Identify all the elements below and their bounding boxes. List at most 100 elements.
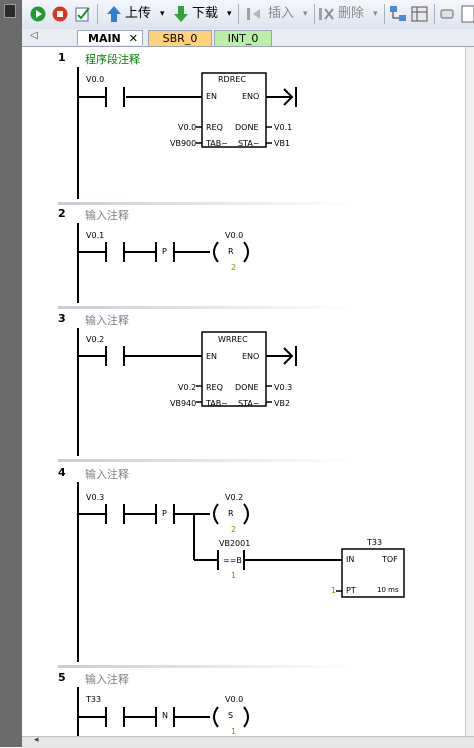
contact-address[interactable]: V0.1 [86,231,105,240]
coil-count[interactable]: 1 [231,727,237,736]
coil-operation: R [228,509,234,518]
pin-done: DONE [235,383,259,392]
coil-address[interactable]: V0.0 [225,231,244,240]
coil-count[interactable]: 2 [231,525,237,534]
upload-button[interactable]: 上传 [125,6,152,21]
insert-button[interactable]: 插入 [268,6,295,21]
timer-base: 10 ms [377,586,399,594]
req-address[interactable]: V0.0 [178,123,197,132]
edge-detector-p: P [162,247,167,256]
timer-pt-value[interactable]: 1 [331,586,337,595]
tab-main-label: MAIN [88,32,121,45]
box-title: WRREC [218,335,248,344]
network-comment[interactable]: 输入注释 [85,314,129,327]
sta-address[interactable]: VB2 [274,399,291,408]
tab-main[interactable]: MAIN ✕ [77,30,143,45]
page-icon[interactable] [460,5,474,23]
delete-button[interactable]: 删除 [338,6,365,21]
done-address[interactable]: V0.3 [274,383,293,392]
done-address[interactable]: V0.1 [274,123,293,132]
edge-detector-n: N [162,711,168,720]
insert-icon [247,8,260,20]
coil-operation: S [228,711,234,720]
tab-sbr-0[interactable]: SBR_0 [148,30,212,46]
tab-int-0[interactable]: INT_0 [214,30,272,46]
pin-en: EN [206,352,218,361]
editor-tab-strip: ◁ MAIN ✕ SBR_0 INT_0 [22,29,474,47]
timer-pin-in: IN [346,555,355,564]
network-3-rungs [78,331,297,407]
compare-operator: ==B [223,556,242,565]
network-view-icon[interactable] [389,5,407,23]
network-number: 4 [58,466,66,479]
toolbar: 上传 ▾ 下载 ▾ 插入 ▾ 删除 ▾ [22,0,474,30]
panel-pin-icon[interactable] [4,4,16,18]
scroll-left-icon[interactable]: ◂ [34,735,39,745]
delete-icon [319,8,334,20]
network-number: 5 [58,671,66,684]
stop-icon[interactable] [52,6,68,22]
upload-dropdown-icon[interactable]: ▾ [160,9,165,19]
pin-done: DONE [235,123,259,132]
power-rail [77,223,79,303]
download-arrow-icon [174,6,188,22]
tab-address[interactable]: VB940 [170,399,197,408]
network-comment[interactable]: 程序段注释 [85,53,140,66]
left-panel-edge [0,0,22,747]
timer-name[interactable]: T33 [367,538,383,547]
network-comment[interactable]: 输入注释 [85,468,129,481]
timer-type: TOF [382,555,398,564]
network-separator [58,665,358,668]
delete-dropdown-icon[interactable]: ▾ [373,9,378,19]
power-rail [77,482,79,662]
network-comment[interactable]: 输入注释 [85,673,129,686]
network-separator [58,306,358,309]
pin-en: EN [206,92,218,101]
coil-address[interactable]: V0.0 [225,695,244,704]
symbol-table-icon[interactable] [411,5,429,23]
rdrec-box [201,72,267,148]
download-button[interactable]: 下载 [192,6,219,21]
tab-address[interactable]: VB900 [170,139,197,148]
box-title: RDREC [218,75,246,84]
close-tab-icon[interactable]: ✕ [128,32,138,45]
contact-address[interactable]: T33 [86,695,102,704]
insert-dropdown-icon[interactable]: ▾ [303,9,308,19]
contact-address[interactable]: V0.3 [86,493,105,502]
compare-address[interactable]: VB2001 [219,539,251,548]
pin-tab: TAB~ [206,399,228,408]
ladder-editor[interactable]: 1 程序段注释 V0.0 RDREC EN ENO REQ DONE TAB~ … [22,47,474,736]
network-2-rungs [78,241,249,263]
vertical-scrollbar[interactable] [465,47,474,736]
edge-detector-p: P [162,509,167,518]
network-number: 3 [58,312,66,325]
upload-arrow-icon [107,6,121,22]
horizontal-scrollbar[interactable]: ◂ [22,735,474,748]
toggle-icon[interactable] [440,7,454,21]
timer-pin-pt: PT [346,586,356,595]
contact-address[interactable]: V0.2 [86,335,105,344]
tab-int-0-label: INT_0 [227,32,259,45]
pin-eno: ENO [242,92,260,101]
pin-sta: STA~ [238,399,260,408]
pin-sta: STA~ [238,139,260,148]
network-separator [58,459,358,462]
contact-address[interactable]: V0.0 [86,75,105,84]
network-number: 1 [58,51,66,64]
tab-scroll-left-icon[interactable]: ◁ [30,30,38,41]
download-dropdown-icon[interactable]: ▾ [227,9,232,19]
coil-operation: R [228,247,234,256]
network-comment[interactable]: 输入注释 [85,209,129,222]
power-rail [77,687,79,736]
compare-value[interactable]: 1 [231,571,237,580]
run-icon[interactable] [30,6,46,22]
power-rail [77,328,79,456]
pin-req: REQ [206,383,223,392]
req-address[interactable]: V0.2 [178,383,197,392]
coil-count[interactable]: 2 [231,263,237,272]
compile-check-icon[interactable] [74,5,92,23]
sta-address[interactable]: VB1 [274,139,291,148]
coil-address[interactable]: V0.2 [225,493,244,502]
network-4-rungs [78,503,405,598]
network-1-rungs [78,72,297,148]
